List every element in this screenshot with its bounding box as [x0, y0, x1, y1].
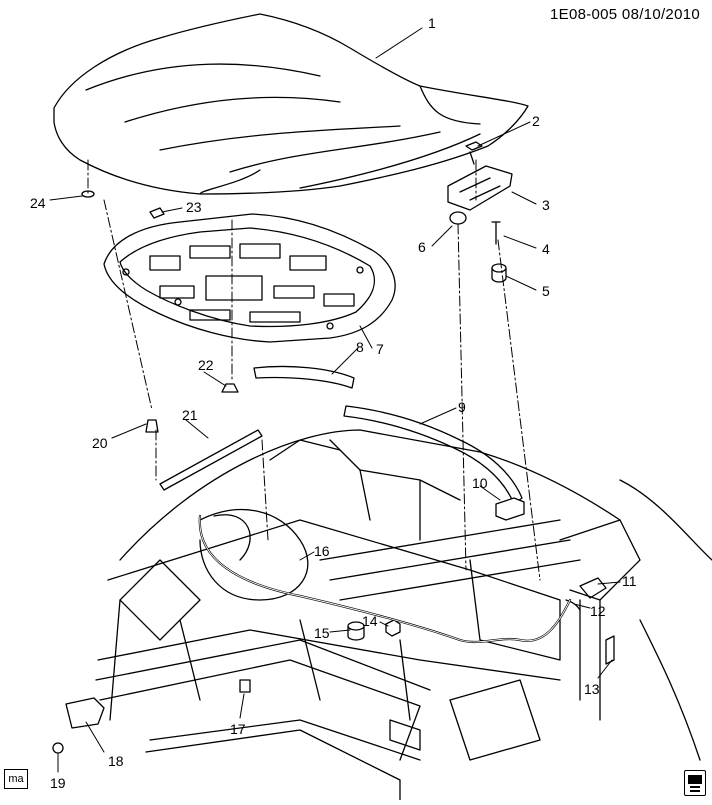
- callout-19: 19: [50, 775, 66, 791]
- callout-21: 21: [182, 407, 198, 423]
- callout-labels: 1 2 3 4 5 6 7 8 9 10 11 12 13 14 15 16 1…: [30, 15, 637, 791]
- callout-14: 14: [362, 613, 378, 629]
- callout-8: 8: [356, 339, 364, 355]
- callout-12: 12: [590, 603, 606, 619]
- callout-15: 15: [314, 625, 330, 641]
- callout-18: 18: [108, 753, 124, 769]
- callout-13: 13: [584, 681, 600, 697]
- hood: [53, 13, 529, 195]
- callout-5: 5: [542, 283, 550, 299]
- front-structure: [95, 429, 712, 801]
- callout-11: 11: [622, 573, 637, 589]
- hood-insulator: [103, 213, 396, 343]
- callout-2: 2: [532, 113, 540, 129]
- callout-4: 4: [542, 241, 550, 257]
- callout-6: 6: [418, 239, 426, 255]
- callout-16: 16: [314, 543, 330, 559]
- callout-1: 1: [428, 15, 436, 31]
- small-parts: [52, 190, 615, 754]
- callout-20: 20: [92, 435, 108, 451]
- callout-10: 10: [472, 475, 488, 491]
- callout-9: 9: [458, 399, 466, 415]
- callout-3: 3: [542, 197, 550, 213]
- callout-23: 23: [186, 199, 202, 215]
- callout-24: 24: [30, 195, 46, 211]
- diagram-code: 1E08-005 08/10/2010: [550, 6, 700, 23]
- hood-hinge: [447, 141, 513, 283]
- callout-17: 17: [230, 721, 246, 737]
- book-icon: [684, 770, 706, 796]
- ma-badge: ma: [4, 769, 28, 789]
- release-cable: [198, 514, 572, 644]
- alignment-lines: [87, 159, 541, 581]
- callout-7: 7: [376, 341, 384, 357]
- callout-22: 22: [198, 357, 214, 373]
- leader-lines: [49, 27, 621, 773]
